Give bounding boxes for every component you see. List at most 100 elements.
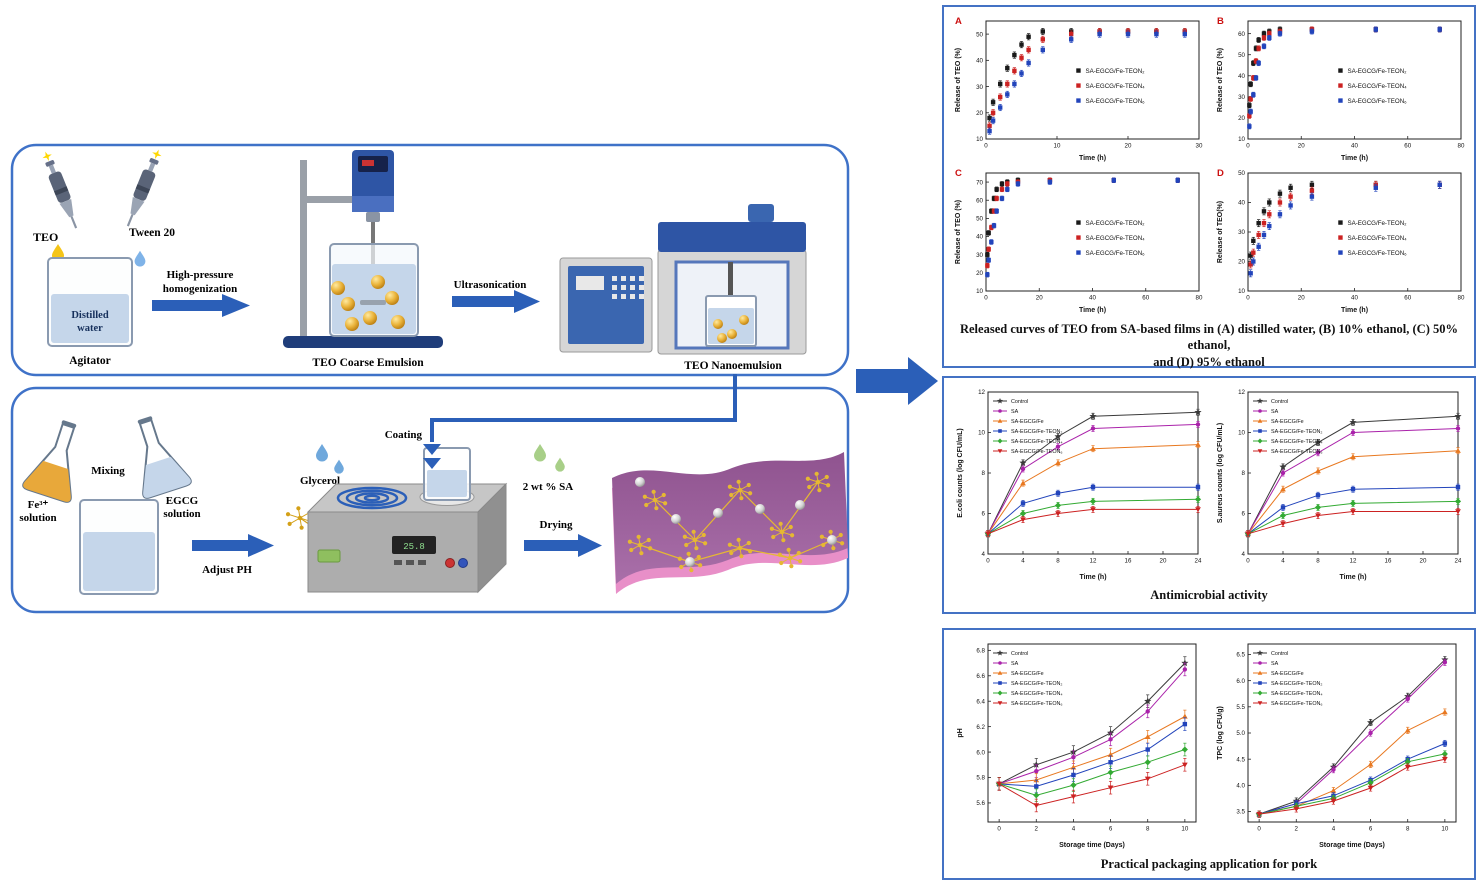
svg-text:20: 20: [976, 270, 983, 277]
svg-text:Control: Control: [1011, 651, 1028, 657]
svg-text:SA-EGCG/Fe-TEON₄: SA-EGCG/Fe-TEON₄: [1347, 235, 1407, 242]
svg-text:30: 30: [1196, 143, 1203, 150]
svg-text:6.5: 6.5: [1236, 652, 1245, 659]
label-glycerol: Glycerol: [300, 475, 340, 487]
svg-text:10: 10: [1054, 143, 1061, 150]
svg-text:Release of TEO (%): Release of TEO (%): [1217, 48, 1224, 112]
svg-text:40: 40: [976, 234, 983, 241]
label-ultrasonication: Ultrasonication: [454, 279, 527, 291]
svg-text:6.6: 6.6: [976, 673, 985, 680]
svg-text:30: 30: [1238, 229, 1245, 236]
arrow-drying: [524, 534, 602, 557]
svg-text:0: 0: [1257, 826, 1261, 833]
svg-text:SA-EGCG/Fe-TEON₆: SA-EGCG/Fe-TEON₆: [1271, 449, 1323, 455]
svg-text:0: 0: [984, 143, 988, 150]
svg-text:4: 4: [1242, 551, 1246, 558]
film-nanoparticles: [635, 477, 837, 567]
svg-text:6.4: 6.4: [976, 698, 985, 705]
label-nanoemulsion: TEO Nanoemulsion: [684, 360, 782, 372]
svg-text:2: 2: [1035, 826, 1039, 833]
label-mixing: Mixing: [91, 465, 125, 477]
svg-text:50: 50: [976, 31, 983, 38]
svg-text:Storage time (Days): Storage time (Days): [1059, 842, 1125, 849]
svg-text:20: 20: [1036, 295, 1043, 302]
svg-text:6.8: 6.8: [976, 648, 985, 655]
label-adjust-ph: Adjust PH: [202, 564, 252, 576]
svg-text:4: 4: [1072, 826, 1076, 833]
svg-text:Release of TEO (%): Release of TEO (%): [955, 48, 962, 112]
svg-text:SA-EGCG/Fe-TEON₂: SA-EGCG/Fe-TEON₂: [1271, 429, 1323, 435]
svg-text:3.5: 3.5: [1236, 809, 1245, 816]
label-egcg-solution: solution: [163, 508, 200, 520]
overhead-stirrer: [283, 150, 443, 348]
svg-text:TPC (log CFU/g): TPC (log CFU/g): [1217, 706, 1224, 760]
svg-text:4.5: 4.5: [1236, 756, 1245, 763]
coating-beaker: [423, 447, 471, 501]
svg-text:4: 4: [982, 551, 986, 558]
label-egcg: EGCG: [166, 495, 199, 507]
coating-arrowhead-1: [423, 444, 441, 455]
svg-text:SA-EGCG/Fe-TEON₄: SA-EGCG/Fe-TEON₄: [1347, 83, 1407, 90]
label-teo: TEO: [33, 230, 58, 244]
svg-text:20: 20: [1298, 295, 1305, 302]
release-caption-line2: and (D) 95% ethanol: [1153, 354, 1265, 369]
svg-text:SA: SA: [1011, 661, 1019, 667]
svg-text:5.8: 5.8: [976, 775, 985, 782]
label-sa: 2 wt % SA: [523, 481, 573, 493]
flask-fe-icon: [22, 420, 77, 503]
svg-text:D: D: [1217, 168, 1224, 179]
svg-text:SA-EGCG/Fe: SA-EGCG/Fe: [1011, 671, 1044, 677]
film-molecule-network: [627, 471, 845, 573]
svg-text:SA-EGCG/Fe-TEON₆: SA-EGCG/Fe-TEON₆: [1271, 701, 1323, 707]
svg-text:SA-EGCG/Fe-TEON₆: SA-EGCG/Fe-TEON₆: [1011, 701, 1063, 707]
svg-text:8: 8: [1316, 558, 1320, 565]
svg-text:B: B: [1217, 16, 1224, 27]
svg-text:SA-EGCG/Fe-TEON₆: SA-EGCG/Fe-TEON₆: [1347, 250, 1407, 257]
svg-text:SA-EGCG/Fe-TEON₂: SA-EGCG/Fe-TEON₂: [1011, 681, 1063, 687]
svg-text:Release of TEO(%): Release of TEO(%): [1217, 201, 1224, 263]
svg-text:10: 10: [978, 430, 985, 437]
svg-text:E.coli counts (log CFU/mL): E.coli counts (log CFU/mL): [957, 428, 964, 517]
svg-text:SA-EGCG/Fe-TEON₄: SA-EGCG/Fe-TEON₄: [1085, 83, 1145, 90]
svg-text:0: 0: [984, 295, 988, 302]
svg-text:4: 4: [1281, 558, 1285, 565]
svg-text:Control: Control: [1011, 399, 1028, 405]
svg-text:SA-EGCG/Fe: SA-EGCG/Fe: [1271, 671, 1304, 677]
svg-text:0: 0: [1246, 295, 1250, 302]
svg-text:10: 10: [1238, 430, 1245, 437]
label-high-pressure: High-pressure: [167, 269, 234, 281]
svg-text:30: 30: [976, 84, 983, 91]
hot-plate: 25.8: [306, 482, 508, 594]
svg-text:12: 12: [1350, 558, 1357, 565]
svg-text:30: 30: [976, 252, 983, 259]
label-coarse-emulsion: TEO Coarse Emulsion: [312, 357, 424, 369]
svg-text:SA-EGCG/Fe-TEON₂: SA-EGCG/Fe-TEON₂: [1085, 220, 1145, 227]
svg-text:8: 8: [1406, 826, 1410, 833]
svg-text:80: 80: [1196, 295, 1203, 302]
svg-text:SA-EGCG/Fe: SA-EGCG/Fe: [1271, 419, 1304, 425]
svg-text:40: 40: [1238, 200, 1245, 207]
svg-text:60: 60: [1142, 295, 1149, 302]
svg-text:SA-EGCG/Fe-TEON₂: SA-EGCG/Fe-TEON₂: [1347, 68, 1407, 75]
svg-text:pH: pH: [957, 728, 964, 737]
svg-text:20: 20: [1420, 558, 1427, 565]
svg-text:12: 12: [1238, 389, 1245, 396]
svg-text:C: C: [955, 168, 962, 179]
svg-text:6.0: 6.0: [1236, 678, 1245, 685]
pipette-teo-icon: [40, 149, 78, 229]
svg-text:10: 10: [1238, 136, 1245, 143]
svg-text:SA-EGCG/Fe-TEON₆: SA-EGCG/Fe-TEON₆: [1085, 98, 1145, 105]
svg-text:2: 2: [1295, 826, 1299, 833]
svg-text:SA-EGCG/Fe: SA-EGCG/Fe: [1011, 419, 1044, 425]
svg-text:40: 40: [1089, 295, 1096, 302]
heating-coil-icon: [336, 486, 408, 510]
beaker-distilled-water: Distilled water: [47, 257, 133, 347]
